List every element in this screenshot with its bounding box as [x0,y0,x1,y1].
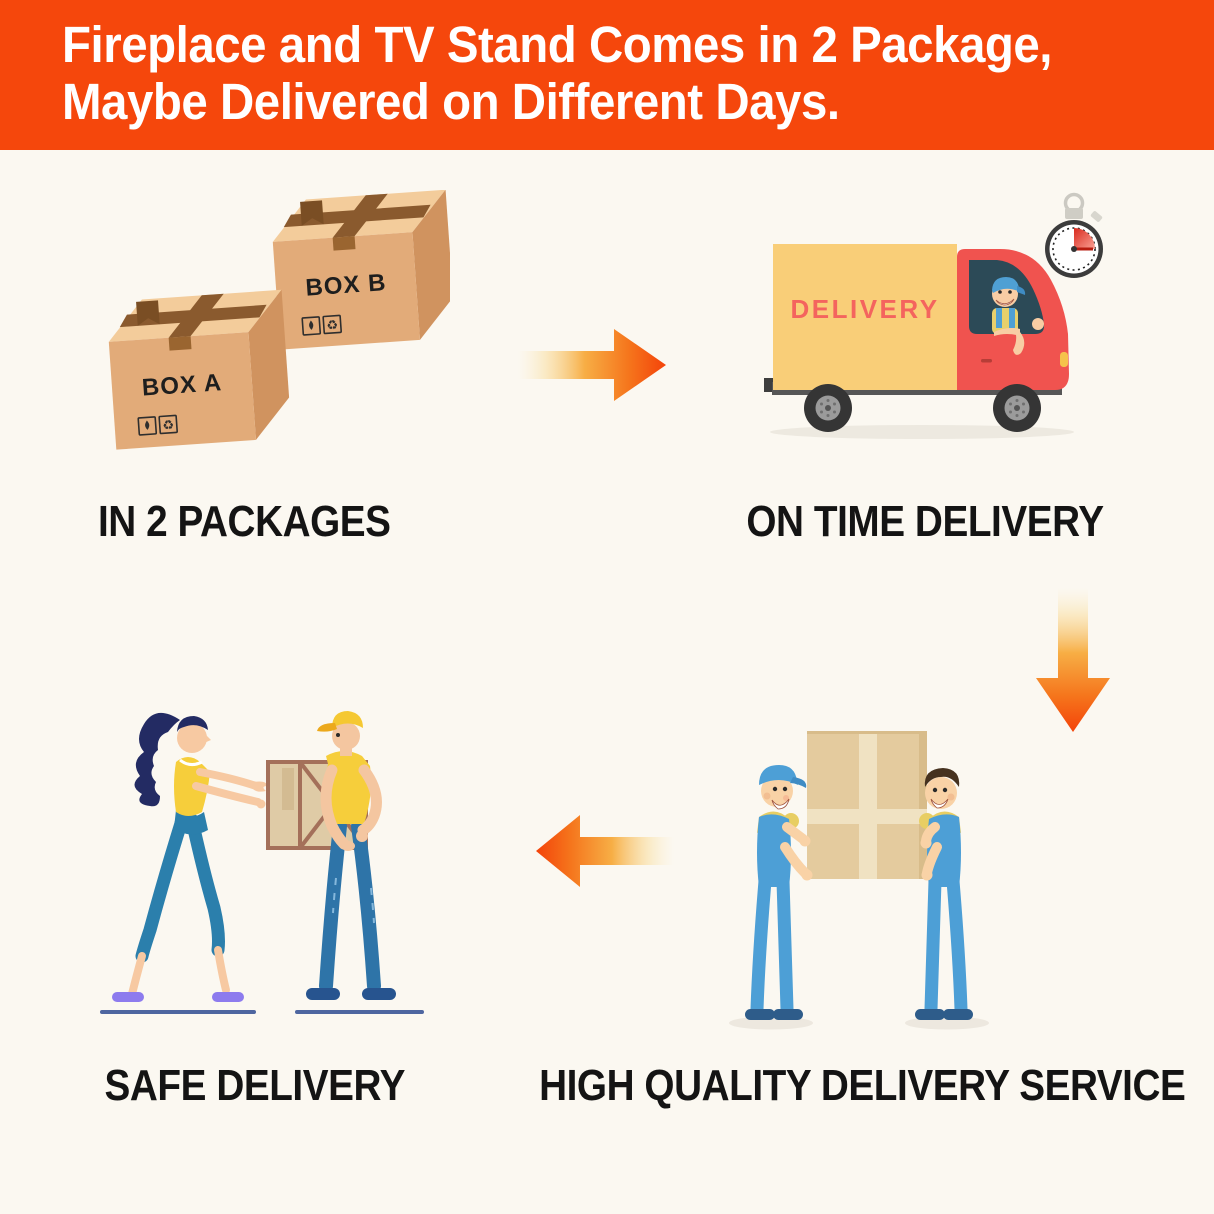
banner-line-1: Fireplace and TV Stand Comes in 2 Packag… [62,16,1053,73]
truck-shadow [770,425,1074,439]
delivery-truck-illustration: DELIVERY [764,244,1074,439]
banner-line-2: Maybe Delivered on Different Days. [62,73,840,130]
box-b: BOX B ♻ [272,190,450,350]
caption-in-2-packages: IN 2 PACKAGES [97,497,391,546]
truck-rear-wheel [804,384,852,432]
safe-delivery-illustration [100,711,424,1014]
delivery-man [306,711,396,1000]
water-drop-icon [301,316,322,336]
worker-right-hair [924,768,960,787]
arrow-right-icon [518,329,666,401]
customer-woman [112,712,268,1002]
worker-left [745,765,813,1020]
truck-cargo-box [773,244,957,390]
delivery-man-cap [332,711,363,728]
recycle-icon: ♻ [322,314,342,335]
arrow-left-icon [536,815,674,887]
carried-package-box [807,731,927,879]
two-boxes-illustration: BOX B ♻ BOX A [108,190,450,450]
truck-driver [992,277,1044,355]
box-a: BOX A ♻ [108,289,290,450]
stopwatch-icon [1045,192,1103,278]
delivery-workers-illustration [729,731,989,1030]
truck-delivery-sign: DELIVERY [790,294,939,324]
truck-front-wheel [993,384,1041,432]
truck-headlight [1060,352,1068,367]
recycle-icon: ♻ [158,414,178,435]
box-a-label: BOX A [141,369,223,402]
box-b-label: BOX B [305,269,388,302]
banner: Fireplace and TV Stand Comes in 2 Packag… [0,0,1214,150]
worker-right [915,768,973,1020]
svg-text:♻: ♻ [326,317,339,333]
worker-left-cap [759,765,798,785]
caption-on-time-delivery: ON TIME DELIVERY [746,497,1104,546]
caption-safe-delivery: SAFE DELIVERY [104,1061,406,1110]
water-drop-icon [137,416,158,436]
truck-door-handle [981,359,992,363]
arrow-down-icon [1036,588,1110,732]
caption-high-quality: HIGH QUALITY DELIVERY SERVICE [539,1061,1186,1110]
svg-text:♻: ♻ [162,417,175,433]
